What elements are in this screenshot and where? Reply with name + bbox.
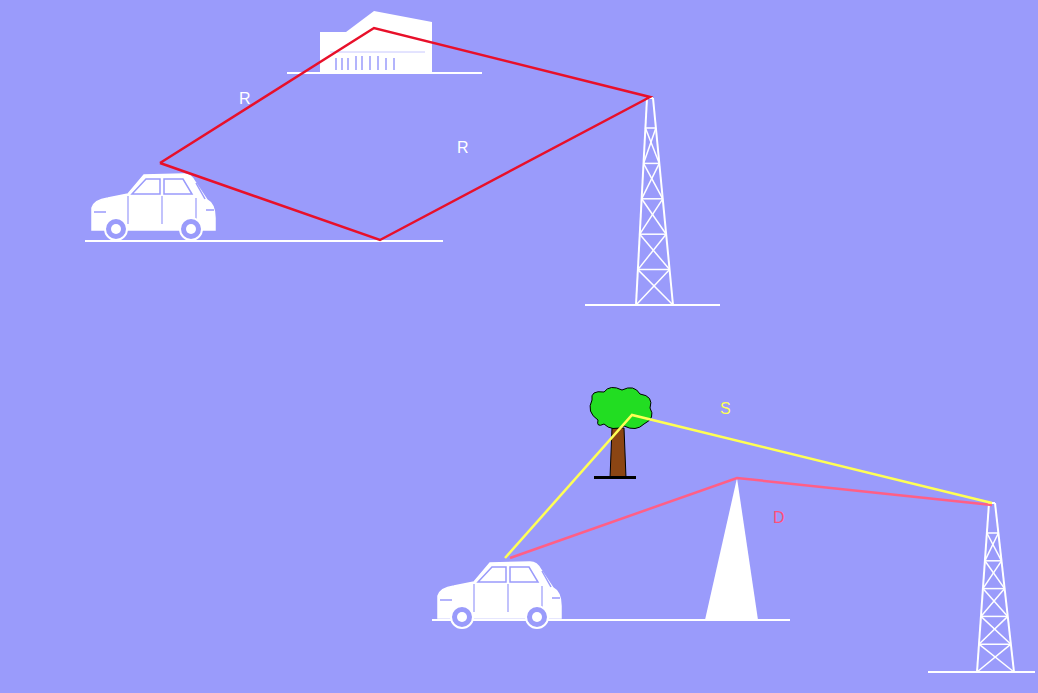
ground-line [928,671,1035,673]
diffracted-ray [510,478,992,558]
car [92,174,215,240]
ground-line [85,240,443,242]
ray-label: D [773,509,785,527]
tree [590,387,652,479]
car [438,562,561,628]
ray-label: R [239,90,251,108]
ground-line [585,304,720,306]
mountain [705,478,758,620]
radio-tower [636,98,673,305]
ray-label: S [720,400,731,418]
building [320,11,432,72]
ray-label: R [457,139,469,157]
scattered-ray [505,415,992,558]
radio-tower [977,503,1014,672]
ground-line [287,72,482,74]
reflected-ray [160,28,650,240]
